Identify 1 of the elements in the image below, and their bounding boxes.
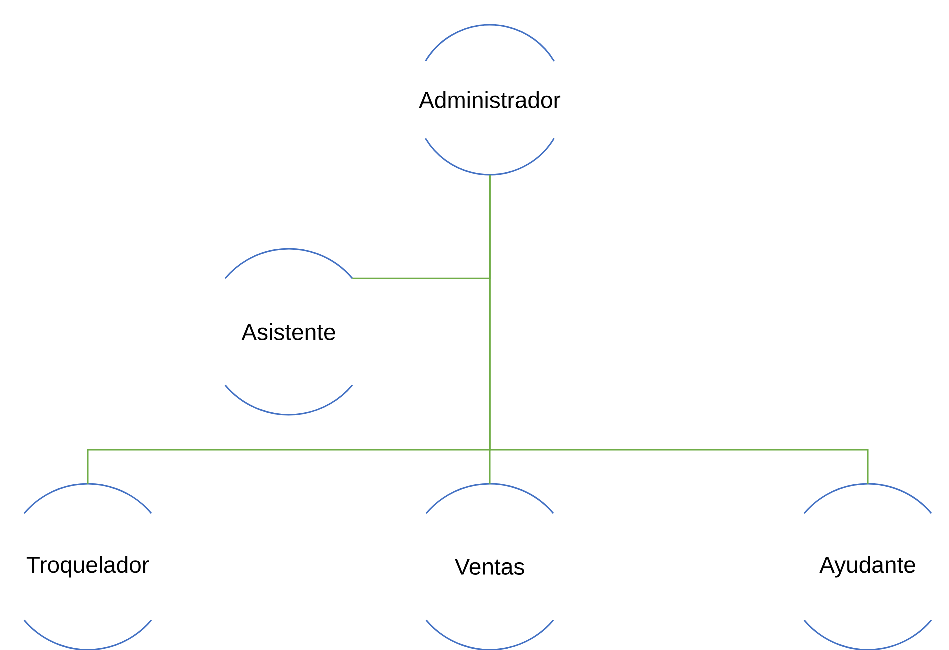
connector-line	[489, 175, 869, 484]
